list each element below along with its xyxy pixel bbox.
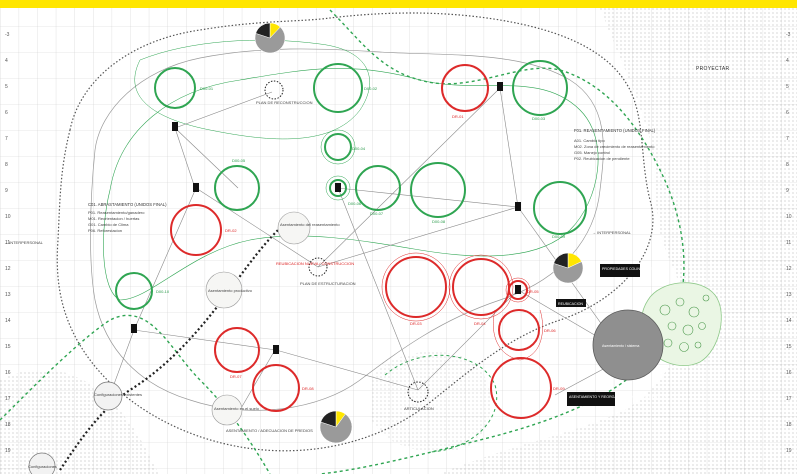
label-tan-left: Asentamiento productivo — [208, 288, 253, 293]
label-r6: DR-06 — [544, 328, 556, 333]
row-axis-label: 12 — [5, 266, 11, 272]
row-axis-label: 15 — [5, 344, 11, 350]
black-box-3-text: ASENTAMIENTO Y REORGANIZACION DE PROPIED… — [569, 395, 668, 399]
row-axis-label: 12 — [786, 266, 792, 272]
row-axis-label: 10 — [786, 214, 792, 220]
row-axis-label: 17 — [786, 396, 792, 402]
label-g10: D00-10 — [156, 289, 170, 294]
label-g8: D00-08 — [432, 219, 446, 224]
label-tan-bottom: Asentamiento en el suelo — [214, 406, 260, 411]
row-axis-label: 8 — [786, 162, 789, 168]
legend-left-title: C01. ABRASTAMIENTO (UNIDOS FINAL) — [88, 202, 167, 207]
legend-item: M01. Reorientacion / huertas — [88, 216, 139, 221]
legend-item: P06. Reforestacion — [88, 228, 122, 233]
row-axis-label: -3 — [786, 32, 791, 38]
label-top-dashed: PLAN DE RECONSTRUCCION — [256, 100, 313, 105]
label-r9: DR-09 — [553, 386, 565, 391]
row-axis-label: 13 — [5, 292, 11, 298]
label-mid-text: ASENTAMIENTO / ADECUACION DE PREDIOS — [226, 428, 313, 433]
label-r5: DR-05 — [527, 289, 539, 294]
legend-item: G01. Cambio de Clima — [88, 222, 129, 227]
row-axis-label: 17 — [5, 396, 11, 402]
label-r3: DR-03 — [410, 321, 422, 326]
label-g5: D00-05 — [232, 158, 246, 163]
legend-item: M02. Zona de crecimiento de reasentamien… — [574, 144, 655, 149]
label-bottom-left: Configuraciones existentes — [94, 392, 142, 397]
row-axis-label: 18 — [5, 422, 11, 428]
row-axis-label: 11 — [786, 240, 791, 246]
row-axis-label: 7 — [786, 136, 789, 142]
row-axis-label: 7 — [5, 136, 8, 142]
row-axis-label: -3 — [5, 32, 10, 38]
row-axis-label: 16 — [786, 370, 792, 376]
label-r8: DR-08 — [302, 386, 314, 391]
row-axis-label: 19 — [786, 448, 792, 454]
beige-circle-mid — [278, 212, 310, 244]
label-r7: DR-07 — [230, 374, 242, 379]
label-g4: D00-04 — [352, 146, 366, 151]
row-axis-label: 13 — [786, 292, 792, 298]
dotted-hatch-center — [370, 352, 491, 452]
legend-item: A01. Cambio tipo — [574, 138, 605, 143]
row-axis-label: 8 — [5, 162, 8, 168]
legend-item: P01. Reasentamiento/ganadero — [88, 210, 145, 215]
label-tan-mid: Asentamiento del reasentamiento — [280, 222, 340, 227]
zone-label-left: → INTERPERSONAL — [4, 240, 44, 245]
label-g3: D00-03 — [532, 116, 546, 121]
red-sub-label: REUBICACION NUEVA / CONSTRUCCION — [276, 261, 354, 266]
legend-item: P02. Reubicacion de pendiente — [574, 156, 630, 161]
row-axis-label: 4 — [5, 58, 8, 64]
row-axis-label: 9 — [5, 188, 8, 194]
row-axis-label: 5 — [5, 84, 8, 90]
row-axis-label: 18 — [786, 422, 792, 428]
label-g9: D00-09 — [552, 234, 566, 239]
row-axis-label: 15 — [786, 344, 792, 350]
row-axis-label: 5 — [786, 84, 789, 90]
row-axis-label: 14 — [5, 318, 11, 324]
zone-label-right: → INTERPERSONAL — [592, 230, 632, 235]
row-axis-label: 6 — [5, 110, 8, 116]
label-bottom-dashed: ARTICULACION — [404, 406, 434, 411]
label-g2: D00-02 — [364, 86, 378, 91]
row-axis-label: 16 — [5, 370, 11, 376]
label-g7: D00-07 — [370, 211, 384, 216]
label-g6: D00-06 — [348, 201, 362, 206]
label-r2: DR-02 — [225, 228, 237, 233]
label-r4: DR-04 — [474, 321, 486, 326]
label-far-left: Configuraciones — [28, 464, 57, 469]
row-axis-label: 4 — [786, 58, 789, 64]
label-g1: D00-01 — [200, 86, 214, 91]
legend-item: G05. Manejo control — [574, 150, 610, 155]
black-box-2-text: REUBICACION — [558, 302, 583, 306]
label-grey-hub: Asentamiento / sistema — [602, 344, 639, 348]
legend-right-title: F01. REASENTAMIENTO (UNIDOS FINAL) — [574, 128, 656, 133]
label-mid-dashed: PLAN DE ESTRUCTURACION — [300, 281, 356, 286]
row-axis-label: 6 — [786, 110, 789, 116]
row-axis-label: 19 — [5, 448, 11, 454]
black-box-1-text: PROPIEDADES COLINDANTES — [602, 267, 655, 271]
row-axis-label: 14 — [786, 318, 792, 324]
row-axis-label: 10 — [5, 214, 11, 220]
project-label: PROYECTAR — [696, 66, 730, 72]
label-r1: DR-01 — [452, 114, 464, 119]
row-axis-label: 9 — [786, 188, 789, 194]
